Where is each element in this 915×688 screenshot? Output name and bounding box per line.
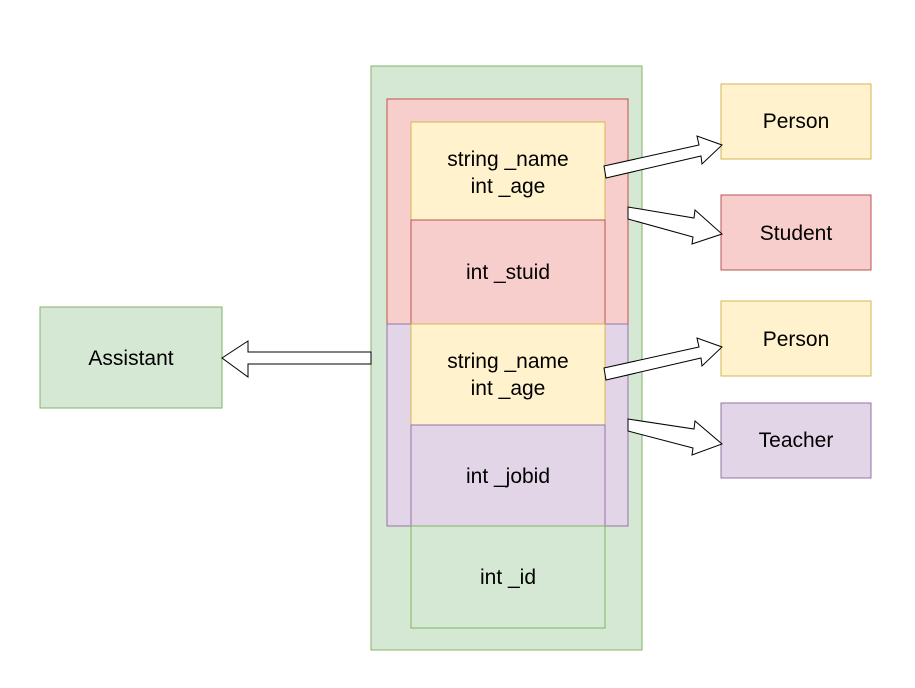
teacher-field-jobid: int _jobid [466, 465, 550, 488]
person-class-box-2 [720, 300, 872, 377]
student-person-fields-box [410, 121, 606, 221]
assistant-class-box [39, 306, 223, 409]
arrow-to-student [627, 206, 723, 245]
teacher-class-box [720, 402, 872, 479]
arrow-to-teacher [627, 418, 723, 456]
teacher-person-field-age: int _age [471, 377, 546, 400]
teacher-field-box [410, 424, 606, 527]
assistant-field-box [410, 525, 606, 629]
assistant-class-label: Assistant [88, 347, 173, 370]
student-field-box [410, 219, 606, 325]
assistant-field-id: int _id [480, 566, 536, 589]
student-person-field-name: string _name [447, 148, 568, 171]
arrow-to-assistant [221, 340, 372, 378]
person-class-label-2: Person [763, 328, 830, 351]
student-field-stuid: int _stuid [466, 261, 550, 284]
teacher-person-fields-box [410, 323, 606, 426]
person-class-box-1 [720, 83, 872, 160]
arrow-to-person-2 [603, 337, 723, 381]
teacher-person-field-name: string _name [447, 350, 568, 373]
person-class-label-1: Person [763, 110, 830, 133]
teacher-class-label: Teacher [759, 429, 834, 452]
student-person-field-age: int _age [471, 175, 546, 198]
student-class-label: Student [760, 222, 833, 245]
arrow-to-person-1 [603, 135, 723, 179]
